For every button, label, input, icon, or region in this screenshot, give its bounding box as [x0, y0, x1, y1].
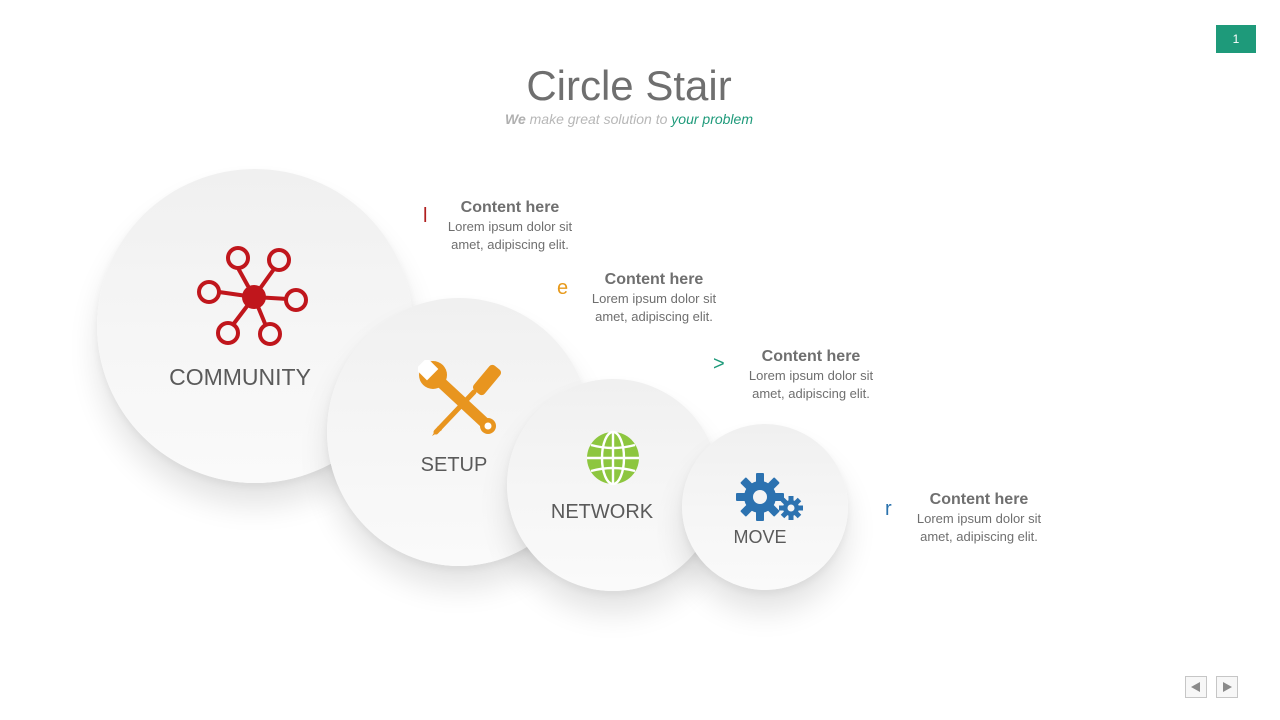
previous-slide-button[interactable]	[1185, 676, 1207, 698]
content-item-4: Content here Lorem ipsum dolor sit amet,…	[889, 490, 1069, 546]
item-marker-4: r	[885, 498, 892, 520]
content-text-line: Lorem ipsum dolor sit	[591, 291, 717, 306]
content-text-line: Lorem ipsum dolor sit	[748, 368, 874, 383]
content-text-line: Lorem ipsum dolor sit	[447, 219, 573, 234]
community-network-icon	[197, 246, 308, 346]
triangle-left-icon	[1191, 682, 1200, 692]
content-item-1: Content here Lorem ipsum dolor sit amet,…	[420, 198, 600, 254]
page-subtitle: We make great solution to your problem	[0, 110, 1258, 128]
content-text-line: amet, adipiscing elit.	[451, 237, 569, 252]
page-title: Circle Stair	[526, 62, 732, 109]
circle-label-community: COMMUNITY	[169, 364, 311, 390]
next-slide-button[interactable]	[1216, 676, 1238, 698]
content-heading: Content here	[604, 271, 704, 288]
content-heading: Content here	[929, 491, 1029, 508]
item-marker-2: e	[557, 277, 569, 299]
content-text-line: amet, adipiscing elit.	[595, 309, 713, 324]
circle-label-setup: SETUP	[420, 454, 488, 476]
gears-icon	[736, 473, 803, 521]
content-item-3: Content here Lorem ipsum dolor sit amet,…	[721, 347, 901, 403]
slide-number-badge: 1	[1216, 25, 1256, 53]
subtitle-middle: make great solution to	[525, 111, 672, 127]
circle-label-network: NETWORK	[550, 501, 654, 523]
content-heading: Content here	[460, 199, 560, 216]
triangle-right-icon	[1223, 682, 1232, 692]
content-item-2: Content here Lorem ipsum dolor sit amet,…	[564, 270, 744, 326]
content-text-line: amet, adipiscing elit.	[920, 529, 1038, 544]
subtitle-we: We	[505, 111, 526, 127]
circle-label-move: MOVE	[733, 527, 787, 547]
item-marker-1: l	[423, 205, 428, 227]
content-text-line: amet, adipiscing elit.	[752, 386, 870, 401]
content-text-line: Lorem ipsum dolor sit	[916, 511, 1042, 526]
subtitle-accent: your problem	[671, 111, 753, 127]
wrench-screwdriver-icon	[418, 360, 502, 436]
content-heading: Content here	[761, 348, 861, 365]
item-marker-3: >	[713, 353, 725, 375]
globe-icon	[587, 430, 639, 486]
